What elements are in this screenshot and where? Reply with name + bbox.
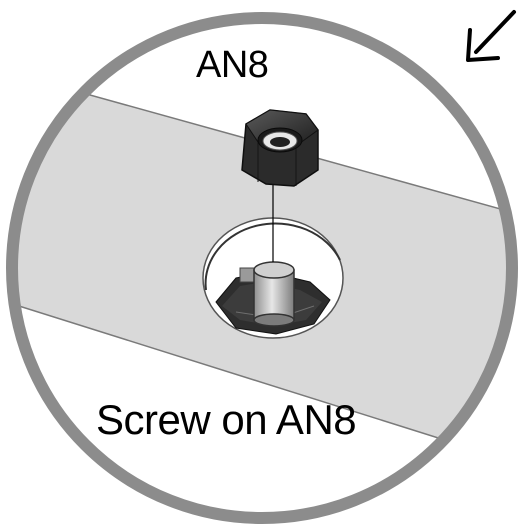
detail-ring <box>6 12 518 524</box>
instruction-label: Screw on AN8 <box>96 396 357 443</box>
threaded-stud <box>253 261 295 327</box>
arrow-down-left-icon <box>466 10 516 62</box>
part-label: AN8 <box>196 44 269 86</box>
hex-nut-icon <box>241 109 319 187</box>
panel <box>12 69 512 472</box>
